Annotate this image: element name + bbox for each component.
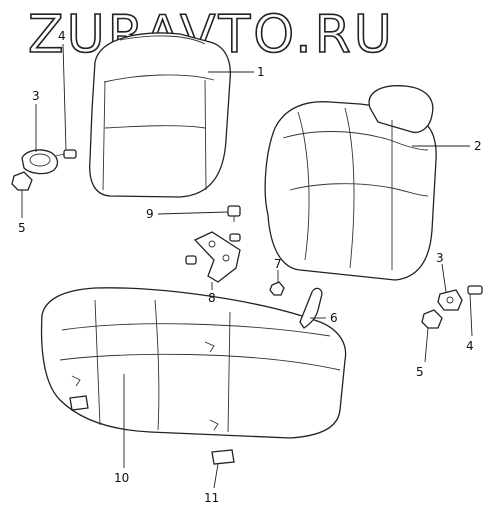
leader-11 — [213, 463, 219, 489]
leader-lines — [21, 43, 473, 489]
leader-5-right — [424, 327, 429, 363]
part-10-seat-cushion — [40, 287, 347, 439]
part-4-right-bolt — [467, 285, 483, 295]
watermark-text: ZURAVTO.RU — [28, 5, 395, 65]
callout-2: 2 — [474, 139, 482, 153]
callout-3-left: 3 — [32, 89, 40, 103]
callout-3-right: 3 — [436, 251, 444, 265]
callout-4-right: 4 — [466, 339, 474, 353]
part-6-hook — [299, 287, 323, 329]
part-1-left-seatback — [89, 32, 231, 198]
part-2-right-seatback — [264, 85, 437, 281]
part-8-hinge-bracket — [185, 231, 241, 283]
leader-9 — [157, 211, 229, 215]
part-7-nut — [269, 281, 285, 296]
part-5-left-nut — [11, 171, 33, 191]
callout-8: 8 — [208, 291, 216, 305]
callout-5-left: 5 — [18, 221, 26, 235]
callout-4-left: 4 — [58, 29, 66, 43]
part-9-bolt — [227, 205, 241, 222]
callout-6: 6 — [330, 311, 338, 325]
leader-4-right — [469, 293, 473, 337]
part-3-right-bracket — [437, 289, 463, 311]
callout-9: 9 — [146, 207, 154, 221]
part-5-right-nut — [421, 309, 443, 329]
callout-11: 11 — [204, 491, 219, 505]
part-3-left-bracket — [21, 149, 59, 175]
callout-10: 10 — [114, 471, 129, 485]
part-11-clip — [211, 449, 235, 465]
leader-4-left — [62, 43, 67, 151]
leader-3-right — [441, 263, 447, 293]
callout-7: 7 — [274, 257, 282, 271]
callout-1: 1 — [257, 65, 265, 79]
callout-5-right: 5 — [416, 365, 424, 379]
part-4-left-bolt — [55, 149, 77, 159]
cushion-clip-left — [69, 395, 89, 411]
